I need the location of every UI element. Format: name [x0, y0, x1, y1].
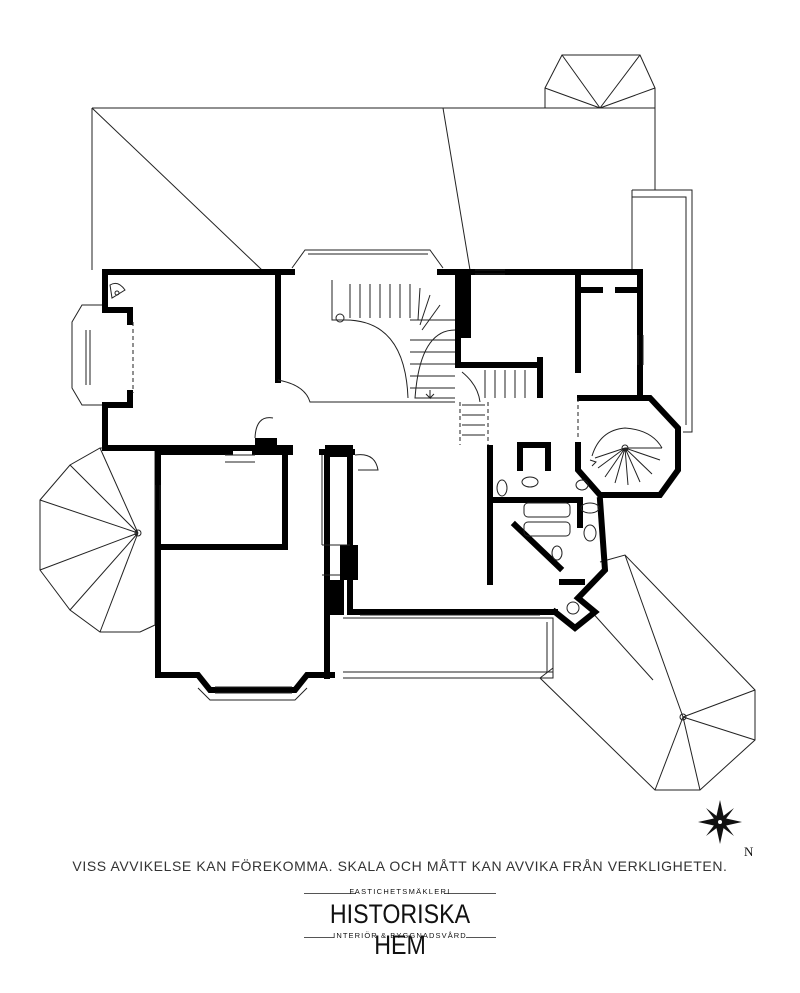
windows	[154, 249, 644, 694]
main-staircase	[277, 280, 456, 403]
brand-subtitle: INTERIÖR & BYGGNADSVÅRD	[333, 931, 467, 940]
brand-rule-bottom-right	[466, 937, 496, 938]
brand-rule-top-right	[444, 893, 496, 894]
roof-outline	[39, 54, 756, 791]
brand-name: HISTORISKA HEM	[329, 899, 471, 960]
secondary-staircase	[459, 370, 526, 445]
brand-rule-top-left	[304, 893, 356, 894]
disclaimer-text: VISS AVVIKELSE KAN FÖREKOMMA. SKALA OCH …	[72, 858, 728, 874]
fixtures	[109, 282, 600, 615]
spiral-staircase	[589, 427, 663, 486]
compass-rose-icon	[698, 800, 742, 844]
compass-north-label: N	[744, 844, 754, 859]
brand-pretitle: FASTICHETSMÄKLERI	[349, 887, 451, 896]
brand-rule-bottom-left	[304, 937, 334, 938]
openings	[132, 322, 579, 440]
walls	[102, 269, 681, 693]
